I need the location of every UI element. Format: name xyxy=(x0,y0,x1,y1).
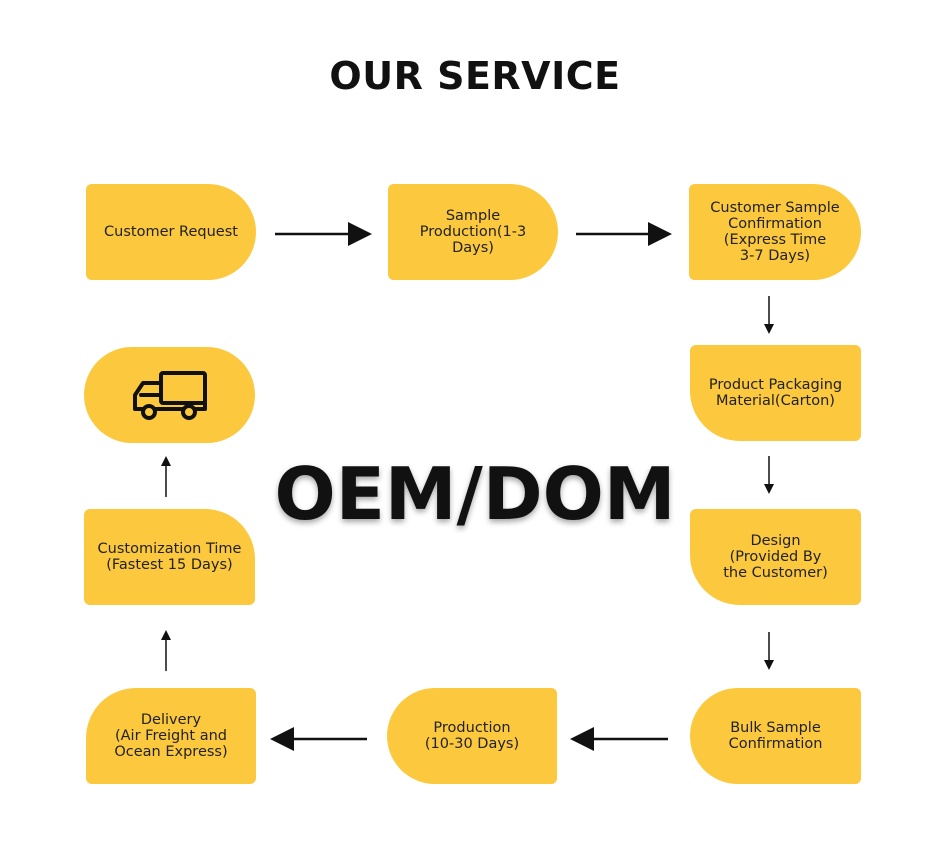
arrow-up xyxy=(161,630,171,671)
arrow-right xyxy=(576,222,672,246)
step-sample-production: Sample Production(1-3 Days) xyxy=(388,184,558,280)
step-final-truck xyxy=(84,347,255,443)
step-label: Delivery (Air Freight and Ocean Express) xyxy=(114,712,228,760)
step-customer-sample-confirmation: Customer Sample Confirmation (Express Ti… xyxy=(689,184,861,280)
step-delivery: Delivery (Air Freight and Ocean Express) xyxy=(86,688,256,784)
step-customization-time: Customization Time (Fastest 15 Days) xyxy=(84,509,255,605)
step-label: Production (10-30 Days) xyxy=(424,720,520,752)
step-label: Customization Time (Fastest 15 Days) xyxy=(97,541,242,573)
arrow-down xyxy=(764,632,774,670)
step-label: Sample Production(1-3 Days) xyxy=(419,208,527,256)
truck-icon xyxy=(132,371,207,420)
arrow-down xyxy=(764,456,774,494)
step-design: Design (Provided By the Customer) xyxy=(690,509,861,605)
step-bulk-sample-confirmation: Bulk Sample Confirmation xyxy=(690,688,861,784)
step-production: Production (10-30 Days) xyxy=(387,688,557,784)
step-label: Bulk Sample Confirmation xyxy=(728,720,823,752)
arrow-up xyxy=(161,456,171,497)
center-label: OEM/DOM xyxy=(274,452,676,536)
step-product-packaging: Product Packaging Material(Carton) xyxy=(690,345,861,441)
page-title: OUR SERVICE xyxy=(329,54,621,98)
step-label: Customer Request xyxy=(104,224,238,240)
step-customer-request: Customer Request xyxy=(86,184,256,280)
arrow-left xyxy=(570,727,668,751)
arrow-right xyxy=(275,222,372,246)
arrow-left xyxy=(270,727,367,751)
arrow-down xyxy=(764,296,774,334)
step-label: Product Packaging Material(Carton) xyxy=(708,377,843,409)
step-label: Customer Sample Confirmation (Express Ti… xyxy=(710,200,840,264)
step-label: Design (Provided By the Customer) xyxy=(723,533,828,581)
